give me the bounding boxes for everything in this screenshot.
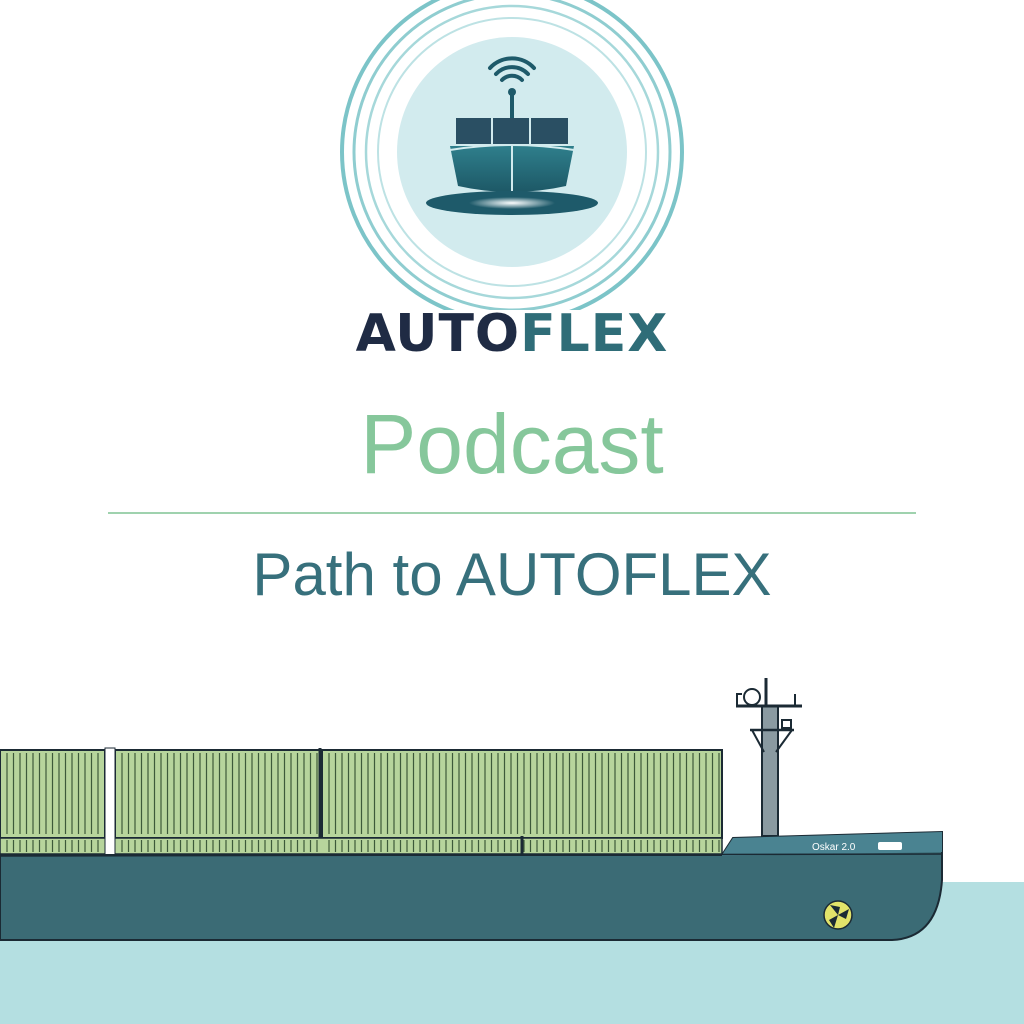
autoflex-logo [340, 0, 684, 310]
mast [736, 678, 802, 837]
ship-shadow [426, 191, 598, 215]
brand-part-auto: AUTO [355, 304, 521, 364]
ship-illustration: Oskar 2.0 [0, 678, 1024, 1024]
brand-wordmark: AUTOFLEX [0, 302, 1024, 366]
brand-part-flex: FLEX [520, 304, 669, 364]
divider [108, 512, 916, 514]
ship-name-plate: Oskar 2.0 [812, 842, 856, 853]
podcast-label: Podcast [360, 397, 664, 491]
logo-rings [340, 0, 684, 310]
ship-icon [426, 118, 598, 215]
container-stack [0, 747, 723, 857]
wifi-signal-icon [488, 56, 536, 120]
propeller-icon [823, 900, 853, 930]
episode-title: Path to AUTOFLEX [252, 541, 772, 608]
ship-hull: Oskar 2.0 [0, 830, 943, 941]
